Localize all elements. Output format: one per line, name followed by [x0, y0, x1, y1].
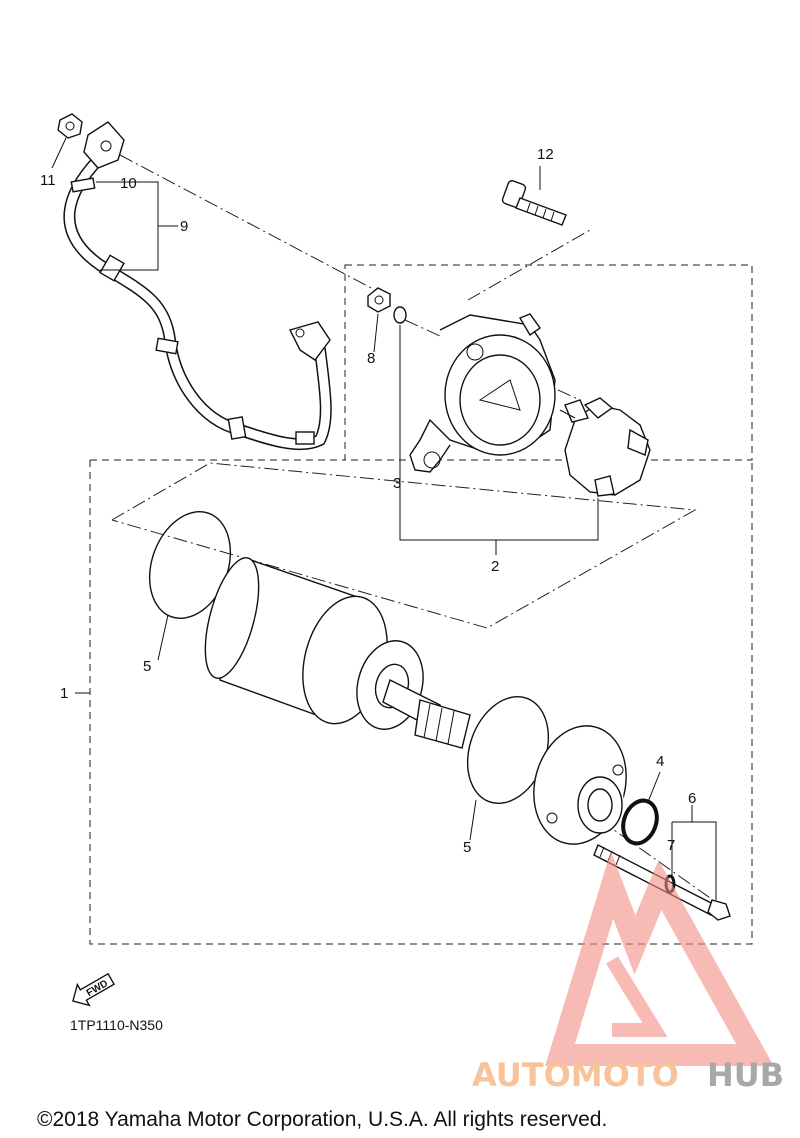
automotohub-logo: AUTOMOTO HUB	[472, 851, 784, 1094]
nut-8	[367, 287, 391, 313]
boundary-cable-group	[344, 264, 753, 461]
label-2: 2	[491, 558, 499, 575]
rear-cover	[409, 313, 556, 473]
center-lines	[111, 154, 721, 906]
fwd-label: FWD	[85, 978, 110, 999]
nut-11	[57, 113, 83, 139]
o-ring-3	[393, 306, 407, 324]
label-8: 8	[367, 350, 375, 367]
assembly-boundaries	[89, 264, 753, 945]
label-5-upper: 5	[143, 658, 151, 675]
label-10: 10	[120, 175, 137, 192]
motor-yoke	[204, 557, 471, 749]
starter-cable	[63, 121, 332, 451]
label-5-lower: 5	[463, 839, 471, 856]
watermark-part1: AUTOMOTO	[472, 1056, 679, 1094]
front-cover	[533, 725, 627, 845]
label-1: 1	[60, 685, 68, 702]
label-4: 4	[656, 753, 664, 770]
label-6: 6	[688, 790, 696, 807]
leader-lines	[51, 137, 717, 900]
boundary-starter-assembly	[89, 459, 753, 945]
copyright-notice: ©2018 Yamaha Motor Corporation, U.S.A. A…	[37, 1108, 607, 1131]
label-7: 7	[667, 837, 675, 854]
label-9: 9	[180, 218, 188, 235]
brush-holder	[559, 397, 651, 497]
watermark-part2: HUB	[707, 1056, 784, 1094]
label-12: 12	[537, 146, 554, 163]
label-11: 11	[40, 172, 56, 189]
diagram-code: 1TP1110-N350	[70, 1017, 163, 1033]
o-ring-4	[621, 798, 659, 846]
bolt-12	[501, 180, 567, 226]
label-3: 3	[393, 475, 401, 492]
part-labels: 1 2 3 4 5 5 6 7 8 9 10 11 12	[40, 146, 696, 856]
fwd-arrow-icon: FWD	[72, 972, 116, 1007]
